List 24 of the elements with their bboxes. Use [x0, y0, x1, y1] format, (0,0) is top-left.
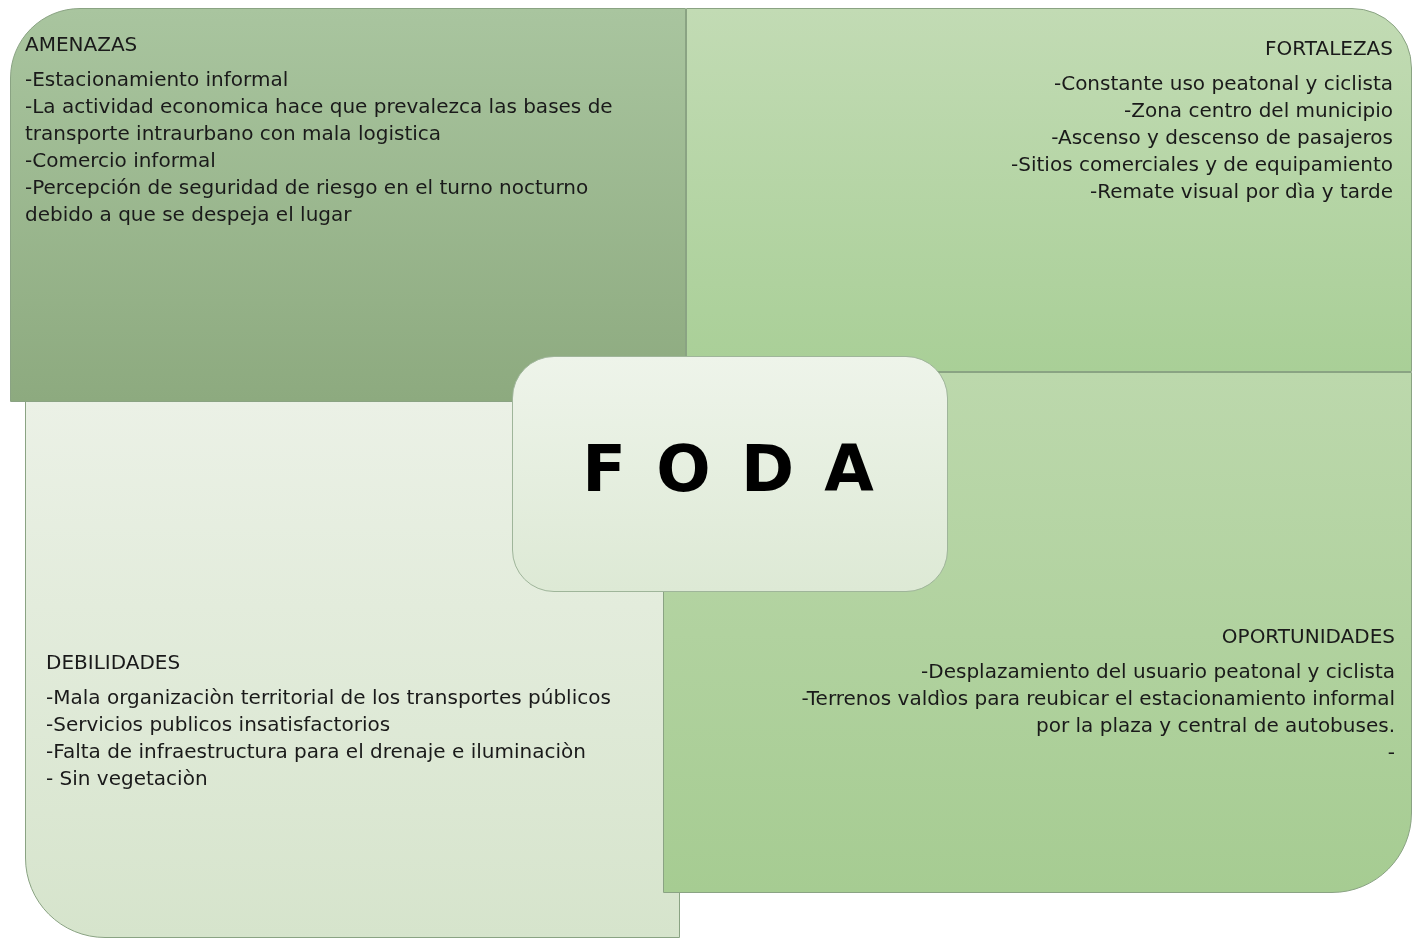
list-item: -Falta de infraestructura para el drenaje e iluminaciòn — [46, 738, 587, 765]
quadrant-heading: OPORTUNIDADES — [1220, 623, 1395, 650]
list-item: -Mala organizaciòn territorial de los transportes públicos — [46, 684, 612, 711]
list-item: -Terrenos valdìos para reubicar el estacionamiento informal por la plaza y central de autobuses. — [800, 685, 1395, 739]
list-item: - Sin vegetaciòn — [46, 765, 209, 792]
list-item: - — [1386, 739, 1395, 766]
list-item: -Sitios comerciales y de equipamiento — [1010, 151, 1393, 178]
list-item: -Servicios publicos insatisfactorios — [46, 711, 392, 738]
center-title: F O D A — [582, 432, 878, 506]
strengths-panel — [686, 8, 1412, 372]
list-item: -Ascenso y descenso de pasajeros — [1050, 124, 1393, 151]
quadrant-heading: AMENAZAS — [25, 31, 139, 58]
center-card-overlay — [512, 356, 948, 592]
threats-panel — [10, 8, 686, 402]
quadrant-heading: DEBILIDADES — [46, 649, 182, 676]
list-item: -Constante uso peatonal y ciclista — [1052, 70, 1393, 97]
list-item: -Comercio informal — [25, 147, 217, 174]
list-item: -Estacionamiento informal — [25, 66, 290, 93]
list-item: -Percepción de seguridad de riesgo en el turno nocturno debido a que se despeja el lugar — [25, 174, 590, 228]
list-item: -Desplazamiento del usuario peatonal y ciclista — [920, 658, 1395, 685]
list-item: -Zona centro del municipio — [1123, 97, 1393, 124]
list-item: -La actividad economica hace que prevalezca las bases de transporte intraurbano con mala logistica — [25, 93, 614, 147]
list-item: -Remate visual por dìa y tarde — [1089, 178, 1393, 205]
quadrant-heading: FORTALEZAS — [1264, 35, 1393, 62]
